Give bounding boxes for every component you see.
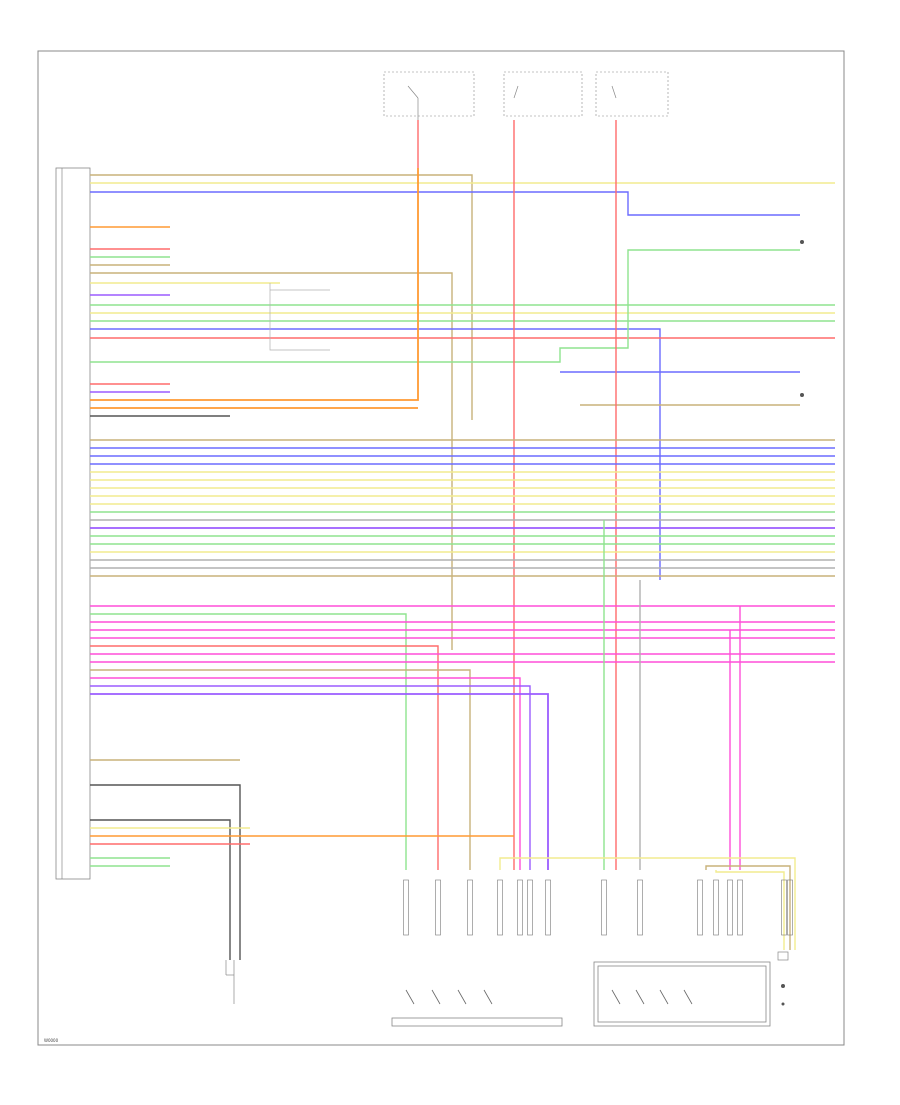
central-module bbox=[55, 167, 91, 880]
left-seat-switch-module bbox=[593, 961, 771, 1027]
wire-pink bbox=[90, 677, 521, 870]
switch-contact bbox=[635, 989, 645, 1005]
wire-red bbox=[90, 645, 439, 870]
harness-connector bbox=[517, 879, 523, 936]
harness-connector bbox=[713, 879, 719, 936]
harness-connector bbox=[545, 879, 551, 936]
wire-blue bbox=[90, 191, 800, 216]
wire-group bbox=[90, 120, 835, 960]
wire-green bbox=[90, 249, 800, 363]
switch-group bbox=[405, 989, 693, 1005]
sensor-dot-icon bbox=[781, 1002, 785, 1006]
wire-black bbox=[90, 784, 241, 960]
wire-brown bbox=[90, 272, 453, 650]
wire-blue bbox=[90, 328, 661, 580]
fuse-box-3 bbox=[595, 71, 669, 117]
switch-contact bbox=[457, 989, 467, 1005]
harness-connector bbox=[781, 879, 787, 936]
switch-contact bbox=[659, 989, 669, 1005]
harness-connector bbox=[527, 879, 533, 936]
wire-yellow bbox=[499, 857, 796, 950]
switch-contact bbox=[431, 989, 441, 1005]
switch-contact bbox=[683, 989, 693, 1005]
harness-connector bbox=[435, 879, 441, 936]
sensor-connector bbox=[777, 951, 789, 1006]
connector-dot-icon bbox=[800, 393, 804, 397]
ground-connector bbox=[225, 960, 235, 1004]
left-seat-switch-module-inner bbox=[597, 965, 767, 1023]
connector-dot-icon bbox=[800, 240, 804, 244]
harness-connector bbox=[787, 879, 793, 936]
wire-yellow bbox=[715, 870, 785, 950]
diagram-frame bbox=[37, 50, 845, 1046]
harness-connector bbox=[403, 879, 409, 936]
diagram-code-label: W0000 bbox=[44, 1038, 59, 1043]
harness-connector bbox=[697, 879, 703, 936]
wire-violet bbox=[90, 685, 531, 870]
connector-group bbox=[403, 879, 793, 936]
wire-violet bbox=[90, 693, 549, 870]
sensor-dot-icon bbox=[781, 984, 785, 988]
fuse-box-2 bbox=[503, 71, 583, 117]
wire-brown bbox=[90, 174, 473, 420]
harness-connector bbox=[601, 879, 607, 936]
harness-connector bbox=[737, 879, 743, 936]
wire-brown bbox=[90, 669, 471, 870]
wire-gray bbox=[269, 283, 330, 351]
harness-connector bbox=[467, 879, 473, 936]
harness-connector bbox=[497, 879, 503, 936]
harness-connector bbox=[727, 879, 733, 936]
harness-connector bbox=[637, 879, 643, 936]
wire-brown bbox=[705, 865, 791, 950]
fuse-box-1 bbox=[383, 71, 475, 168]
switch-contact bbox=[405, 989, 415, 1005]
switch-contact bbox=[611, 989, 621, 1005]
right-seat-switch-module bbox=[391, 1017, 563, 1027]
wire-orange bbox=[90, 168, 419, 401]
switch-contact bbox=[483, 989, 493, 1005]
wire-green bbox=[90, 613, 407, 870]
wire-black bbox=[90, 819, 231, 960]
